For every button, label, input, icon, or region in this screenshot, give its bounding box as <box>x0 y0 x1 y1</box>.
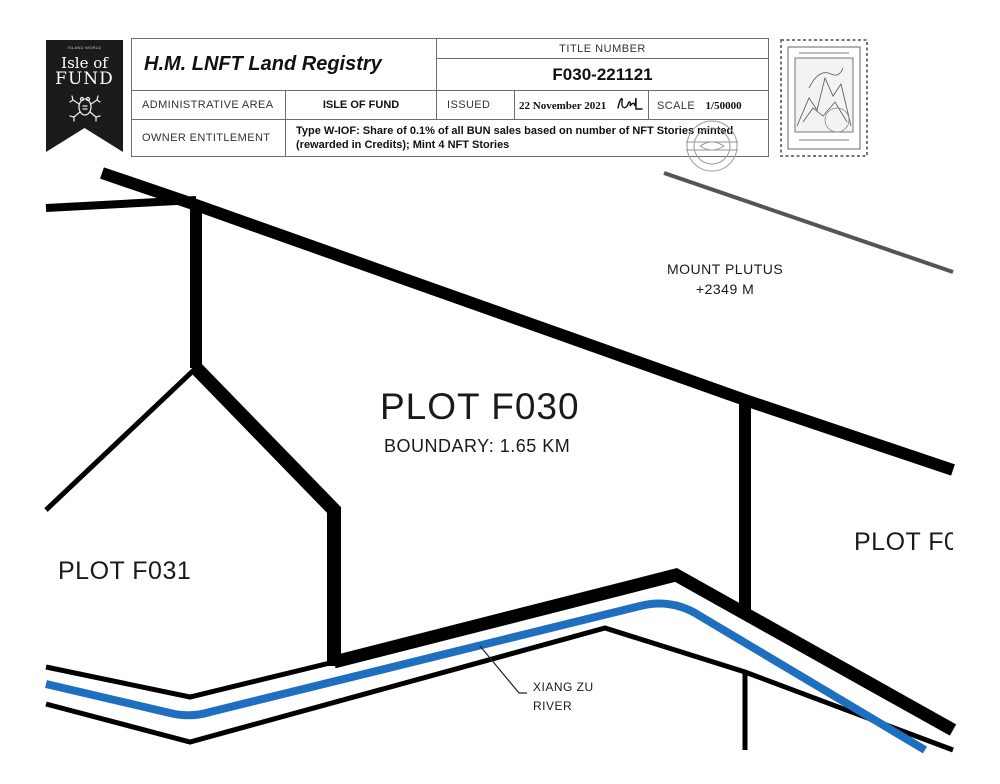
bank-line-lower <box>45 625 954 753</box>
plot-left-label: PLOT F031 <box>58 557 192 585</box>
badge-small-text: ISLAND WORLD <box>67 45 102 50</box>
scale-label: SCALE <box>657 100 696 112</box>
mountain-road <box>663 171 954 274</box>
boundary-label: BOUNDARY: 1.65 KM <box>384 436 571 456</box>
river-label: XIANG ZU RIVER <box>533 678 594 716</box>
boundary-north <box>100 167 955 476</box>
plot-right-label: PLOT F0 <box>854 528 953 556</box>
river-name-line2: RIVER <box>533 699 573 713</box>
issued-date: 22 November 2021 <box>519 100 607 112</box>
plot-main-label: PLOT F030 <box>380 386 580 427</box>
admin-area-value: ISLE OF FUND <box>284 90 438 120</box>
issued-label: ISSUED <box>436 90 516 120</box>
boundary-south <box>332 568 957 736</box>
scale-cell: SCALE 1/50000 <box>648 90 770 120</box>
title-number-label: TITLE NUMBER <box>436 38 770 59</box>
issued-cell: 22 November 2021 <box>514 90 650 120</box>
badge-ribbon-shape <box>46 40 123 152</box>
postmark-icon <box>686 120 738 172</box>
xiang-zu-river <box>45 599 928 754</box>
registry-table: H.M. LNFT Land Registry TITLE NUMBER F03… <box>130 38 770 157</box>
title-number-value: F030-221121 <box>436 58 770 91</box>
scale-value: 1/50000 <box>705 100 742 112</box>
admin-area-label: ADMINISTRATIVE AREA <box>131 90 286 120</box>
boundary-southwest <box>190 363 341 666</box>
badge-line2: FUND <box>55 69 114 89</box>
registry-title: H.M. LNFT Land Registry <box>130 38 438 91</box>
mount-height: +2349 M <box>695 281 755 297</box>
badge-line1: Isle of <box>61 54 108 72</box>
river-leader-line <box>479 645 527 694</box>
boundary-f031-north <box>44 366 198 512</box>
river-name-line1: XIANG ZU <box>533 680 594 694</box>
signature-icon <box>617 97 643 110</box>
postage-stamp-icon <box>780 39 868 157</box>
isle-of-fund-badge: ISLAND WORLD Isle of FUND <box>46 40 123 152</box>
owner-entitlement-label: OWNER ENTITLEMENT <box>131 119 286 157</box>
mount-label: MOUNT PLUTUS +2349 M <box>667 259 783 299</box>
mount-name: MOUNT PLUTUS <box>667 261 784 277</box>
bank-line-west <box>45 659 335 700</box>
frog-emblem-icon <box>69 95 101 122</box>
